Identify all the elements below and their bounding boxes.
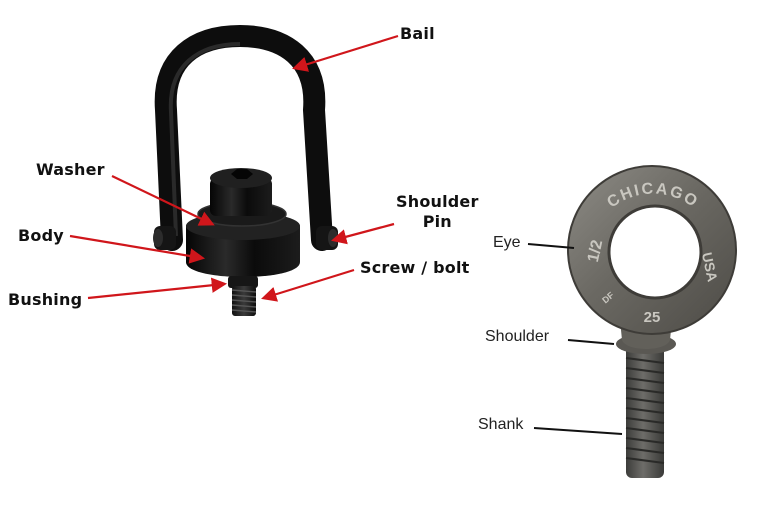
eye-bolt: CHICAGO USA 1/2 25 DF — [567, 165, 737, 478]
label-shoulder-pin: Shoulder Pin — [396, 192, 479, 232]
swivel-hoist-ring — [153, 24, 338, 316]
eye-bolt-leaders — [527, 243, 623, 435]
screw-bolt-arrow — [261, 268, 355, 302]
eye-stamp-country: USA — [699, 251, 721, 283]
washer-arrow — [111, 175, 215, 226]
label-bail: Bail — [400, 24, 435, 43]
label-shoulder-pin-line1: Shoulder — [396, 192, 479, 211]
bail-arrow — [292, 34, 399, 72]
shank-shape — [626, 340, 664, 478]
label-eye: Eye — [493, 234, 521, 251]
eye-stamp-size: 1/2 — [585, 238, 606, 263]
label-body: Body — [18, 226, 64, 245]
label-shoulder: Shoulder — [485, 328, 550, 345]
eye-leader — [527, 243, 575, 249]
bushing-arrow — [87, 277, 228, 300]
label-bushing: Bushing — [8, 290, 83, 309]
shank-leader — [533, 427, 623, 435]
eye-stamp-number: 25 — [644, 309, 661, 326]
bail-shape — [154, 24, 333, 251]
body-arrow — [69, 234, 206, 264]
shoulder-leader — [567, 339, 615, 345]
label-screw-bolt: Screw / bolt — [360, 258, 470, 277]
label-shoulder-pin-line2: Pin — [422, 212, 452, 231]
label-washer: Washer — [36, 160, 105, 179]
hoist-ring-arrows — [69, 34, 399, 302]
label-shank: Shank — [478, 416, 524, 433]
shoulder-pin-arrow — [331, 222, 395, 245]
